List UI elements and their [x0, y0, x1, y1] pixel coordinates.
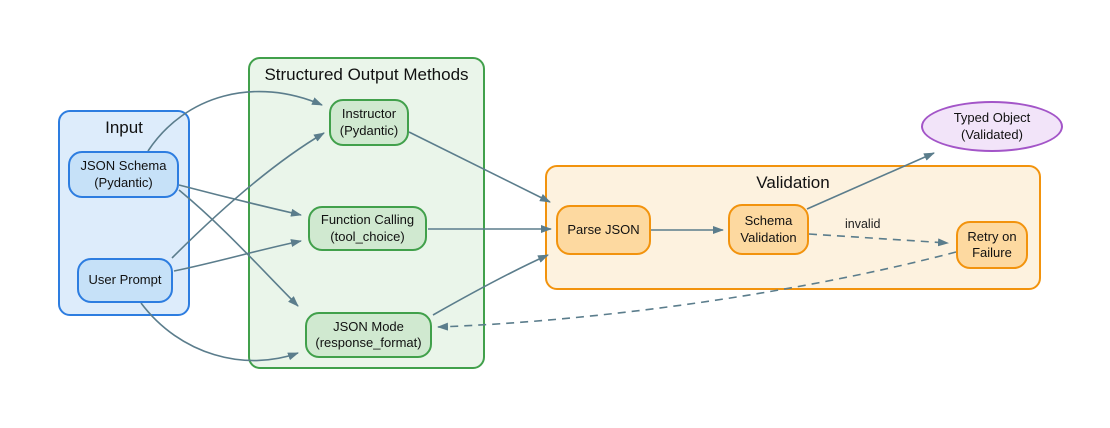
group-validation-title: Validation	[756, 173, 830, 192]
group-structured-output-methods-title: Structured Output Methods	[264, 65, 469, 84]
node-function-calling: Function Calling (tool_choice)	[308, 206, 427, 251]
group-input-title: Input	[105, 118, 143, 137]
node-parse-json: Parse JSON	[556, 205, 651, 255]
edge-label-invalid: invalid	[845, 217, 881, 231]
node-json-mode: JSON Mode (response_format)	[305, 312, 432, 358]
node-user-prompt: User Prompt	[77, 258, 173, 303]
node-instructor: Instructor (Pydantic)	[329, 99, 409, 146]
node-typed-object: Typed Object (Validated)	[921, 101, 1063, 152]
node-retry-on-failure: Retry on Failure	[956, 221, 1028, 269]
node-json-schema: JSON Schema (Pydantic)	[68, 151, 179, 198]
node-schema-validation: Schema Validation	[728, 204, 809, 255]
